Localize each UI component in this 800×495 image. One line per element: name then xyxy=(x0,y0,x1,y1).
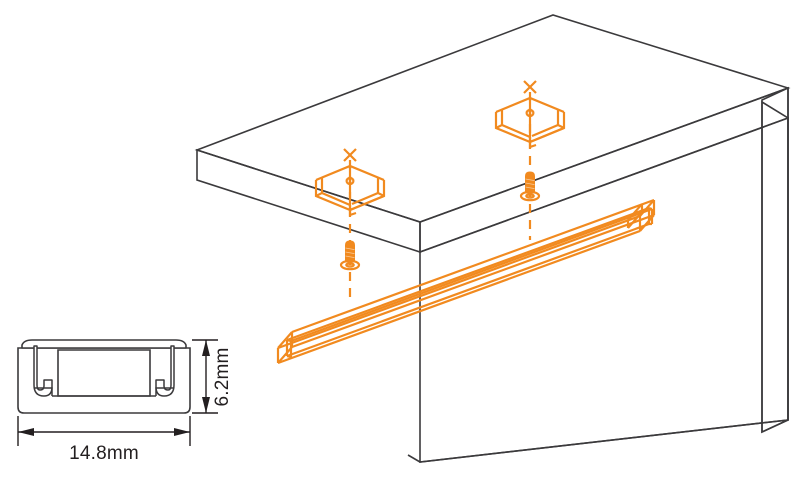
screw-head-right xyxy=(519,190,541,202)
profile-top-front-edge xyxy=(277,214,641,350)
screw-shank-right xyxy=(525,171,535,194)
mounting-screw-right xyxy=(519,171,541,202)
wall-edge-band-outline xyxy=(761,86,789,434)
screw-shank-left xyxy=(345,240,355,263)
section-hook-right xyxy=(155,345,175,397)
profile-top-back-edge xyxy=(291,198,655,334)
height-arrow-top xyxy=(202,340,210,356)
section-inner-cavity xyxy=(57,349,151,397)
cross-mark-right xyxy=(523,80,537,94)
section-ledge-right xyxy=(155,387,174,396)
wall-bottom-sliver xyxy=(407,419,789,463)
width-arrow-left xyxy=(18,428,34,436)
mounting-clip-right xyxy=(494,96,566,149)
mounting-clip-left xyxy=(314,164,386,217)
profile-inner-lip-b xyxy=(290,207,653,343)
mounting-screw-left xyxy=(339,240,361,271)
profile-bottom-back-edge xyxy=(291,213,655,349)
ceiling-top-face xyxy=(194,14,791,223)
dimension-width: 14.8mm xyxy=(17,416,191,464)
profile-left-end-cap xyxy=(276,331,294,364)
height-arrow-bottom xyxy=(202,397,210,413)
width-arrow-right xyxy=(174,428,190,436)
width-dimension-label: 14.8mm xyxy=(69,443,139,464)
profile-inner-lip-a xyxy=(286,206,650,342)
wall-bottom-edge xyxy=(407,419,789,463)
profile-cross-section xyxy=(17,339,191,414)
section-hook-left xyxy=(33,345,53,397)
screw-head-left xyxy=(339,259,361,271)
led-profile-extrusion xyxy=(276,198,656,365)
section-lens-cover xyxy=(21,339,187,349)
profile-bottom-front-edge xyxy=(277,229,641,365)
wall-edge-band xyxy=(761,86,789,434)
assembly-structure xyxy=(194,14,791,463)
height-dimension-label: 6.2mm xyxy=(212,347,233,406)
ceiling-front-edge xyxy=(196,148,421,254)
dimension-height: 6.2mm xyxy=(192,339,233,414)
section-ledge-left xyxy=(34,387,53,396)
cross-mark-left xyxy=(343,148,357,162)
profile-right-end-cap xyxy=(626,199,656,232)
wall-right-thickness xyxy=(761,100,789,434)
cross-marks xyxy=(343,80,537,162)
profile-inner-floor-a xyxy=(286,222,650,358)
